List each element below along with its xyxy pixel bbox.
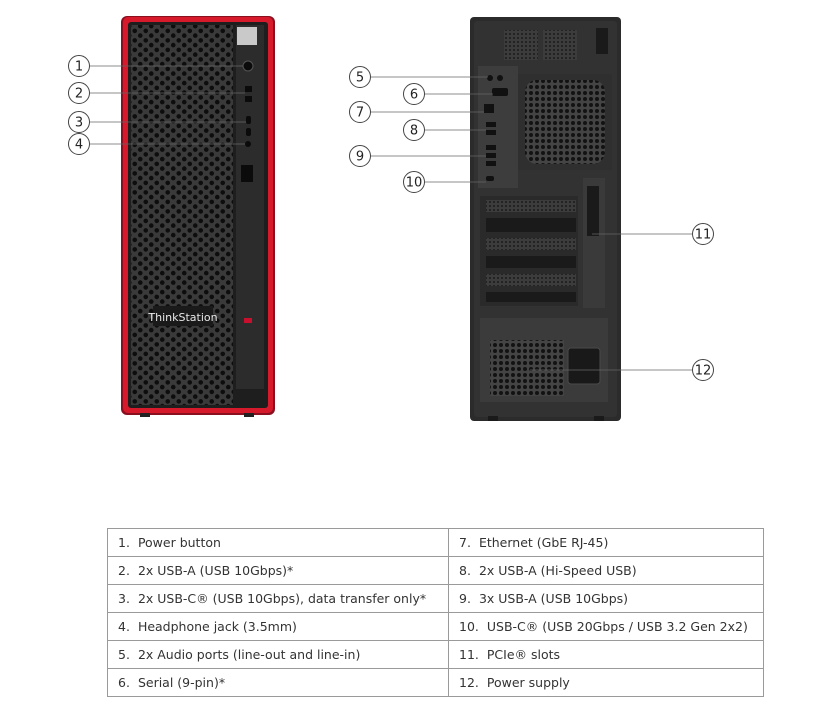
serial-port [492, 88, 508, 96]
legend-cell-8: 8.2x USB-A (Hi-Speed USB) [448, 556, 764, 585]
callout-lines [90, 65, 692, 371]
front-usb-c-1 [246, 116, 251, 124]
callout-8: 8 [403, 119, 425, 141]
front-top-tab [237, 27, 257, 45]
front-foot-right [244, 413, 254, 417]
rear-usb-a-1 [486, 145, 496, 150]
psu-socket [567, 347, 601, 385]
pcie-slot-3 [486, 238, 576, 250]
power-button [242, 60, 254, 72]
front-usb-a-1 [245, 86, 252, 92]
callout-badges: 1 2 3 4 5 6 7 8 [68, 55, 714, 381]
legend-cell-10: 10.USB-C® (USB 20Gbps / USB 3.2 Gen 2x2) [448, 612, 764, 641]
legend-cell-5: 5.2x Audio ports (line-out and line-in) [107, 640, 449, 669]
rear-usb-a-2 [486, 153, 496, 158]
legend-cell-11: 11.PCIe® slots [448, 640, 764, 669]
svg-text:9: 9 [356, 150, 364, 165]
pcie-slot-1 [486, 200, 576, 212]
callout-6: 6 [403, 83, 425, 105]
table-row: 1.Power button 7.Ethernet (GbE RJ-45) [107, 528, 764, 557]
legend-cell-6: 6.Serial (9-pin)* [107, 668, 449, 697]
callout-5: 5 [349, 66, 371, 88]
callout-9: 9 [349, 145, 371, 167]
front-red-led [244, 318, 252, 323]
front-usb-a-2 [245, 96, 252, 102]
svg-text:7: 7 [356, 106, 364, 121]
rear-usb-hs-2 [486, 130, 496, 135]
brand-plate [153, 306, 213, 326]
audio-port-2 [497, 75, 503, 81]
rear-view [470, 17, 621, 421]
rear-usb-hs-1 [486, 122, 496, 127]
table-row: 6.Serial (9-pin)* 12.Power supply [107, 668, 764, 697]
front-io-strip [236, 25, 264, 389]
callout-2: 2 [68, 82, 90, 104]
pcie-slot-2 [486, 218, 576, 232]
legend-cell-4: 4.Headphone jack (3.5mm) [107, 612, 449, 641]
rear-foot-right [594, 416, 604, 421]
legend-cell-9: 9.3x USB-A (USB 10Gbps) [448, 584, 764, 613]
legend-cell-3: 3.2x USB-C® (USB 10Gbps), data transfer … [107, 584, 449, 613]
rear-top-vent-2 [543, 30, 577, 60]
rear-usb-c [486, 176, 494, 181]
table-row: 3.2x USB-C® (USB 10Gbps), data transfer … [107, 584, 764, 613]
callout-1: 1 [68, 55, 90, 77]
callout-11: 11 [692, 223, 714, 245]
ethernet-port [484, 104, 494, 113]
rear-foot-left [488, 416, 498, 421]
svg-text:8: 8 [410, 124, 418, 139]
front-usb-c-2 [246, 128, 251, 136]
port-legend-table: 1.Power button 7.Ethernet (GbE RJ-45) 2.… [107, 528, 764, 697]
svg-text:6: 6 [410, 88, 418, 103]
pcie-slot-5 [486, 274, 576, 286]
rear-top-port [596, 28, 608, 54]
svg-text:5: 5 [356, 71, 364, 86]
pcie-slot-6 [486, 292, 576, 302]
audio-port-1 [487, 75, 493, 81]
psu-vent [490, 340, 564, 396]
table-row: 4.Headphone jack (3.5mm) 10.USB-C® (USB … [107, 612, 764, 641]
rear-pcie-area [480, 196, 578, 306]
legend-cell-12: 12.Power supply [448, 668, 764, 697]
svg-text:2: 2 [75, 87, 83, 102]
rear-fan-grill [525, 80, 605, 164]
rear-usb-a-3 [486, 161, 496, 166]
svg-text:3: 3 [75, 116, 83, 131]
table-row: 5.2x Audio ports (line-out and line-in) … [107, 640, 764, 669]
callout-10: 10 [403, 171, 425, 193]
callout-12: 12 [692, 359, 714, 381]
rear-side-latch [587, 186, 599, 236]
product-diagram: ThinkStation [68, 16, 714, 421]
front-view: ThinkStation [121, 16, 275, 417]
front-slot [241, 165, 253, 182]
front-foot-left [140, 413, 150, 417]
svg-text:11: 11 [695, 228, 712, 243]
callout-4: 4 [68, 133, 90, 155]
svg-text:4: 4 [75, 138, 83, 153]
front-mesh [131, 25, 233, 405]
headphone-jack [245, 141, 251, 147]
svg-text:1: 1 [75, 60, 83, 75]
legend-cell-7: 7.Ethernet (GbE RJ-45) [448, 528, 764, 557]
legend-cell-1: 1.Power button [107, 528, 449, 557]
legend-cell-2: 2.2x USB-A (USB 10Gbps)* [107, 556, 449, 585]
pcie-slot-4 [486, 256, 576, 268]
rear-io-panel [478, 66, 518, 188]
callout-3: 3 [68, 111, 90, 133]
brand-label: ThinkStation [147, 311, 217, 324]
table-row: 2.2x USB-A (USB 10Gbps)* 8.2x USB-A (Hi-… [107, 556, 764, 585]
svg-text:12: 12 [695, 364, 712, 379]
rear-top-vent-1 [504, 30, 538, 60]
callout-7: 7 [349, 101, 371, 123]
svg-text:10: 10 [406, 176, 423, 191]
